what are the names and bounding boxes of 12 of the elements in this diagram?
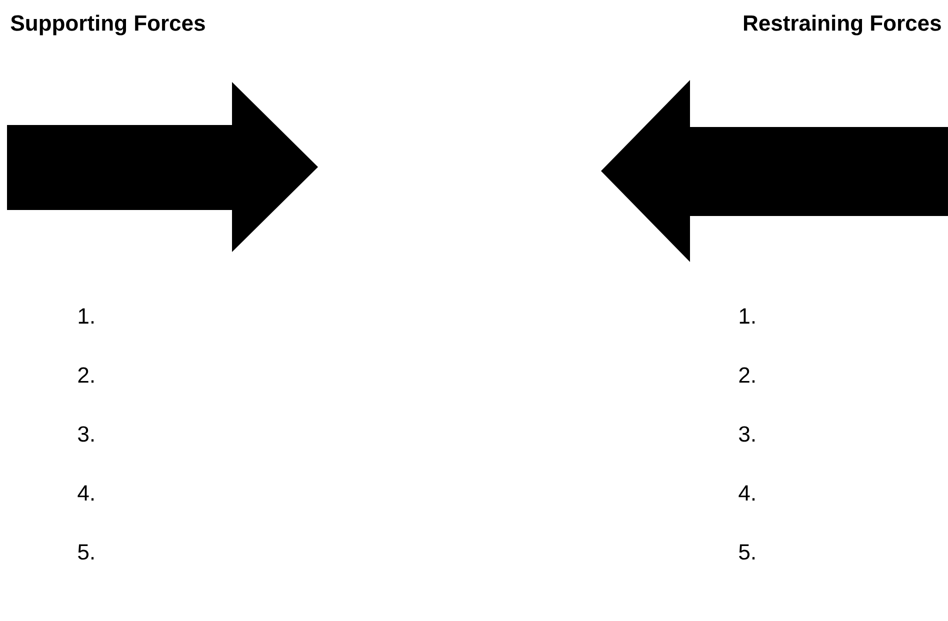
list-number: 2. xyxy=(78,367,94,383)
list-number: 3. xyxy=(78,426,94,442)
list-number: 3. xyxy=(739,426,755,442)
list-number: 5. xyxy=(78,544,94,560)
list-number: 5. xyxy=(739,544,755,560)
list-number: 1. xyxy=(78,308,94,324)
list-number: 4. xyxy=(738,485,755,501)
heading: Restraining Forces xyxy=(744,14,941,36)
list-number: 2. xyxy=(739,367,755,383)
heading: Supporting Forces xyxy=(10,14,205,36)
list-number: 1. xyxy=(740,308,755,324)
list-number: 4. xyxy=(78,485,94,501)
